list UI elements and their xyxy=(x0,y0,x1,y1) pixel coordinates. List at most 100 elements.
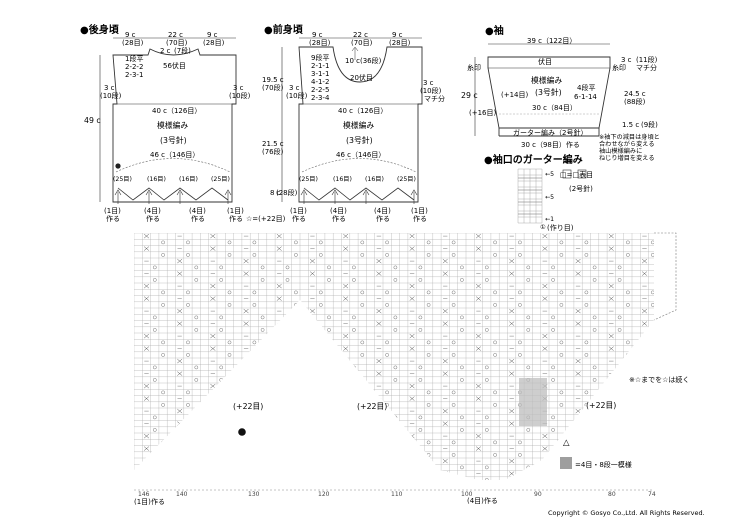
stitch-yo-561 xyxy=(451,453,456,457)
stitch-cross-254 xyxy=(210,333,216,339)
stitch-yo-20 xyxy=(294,240,298,245)
stitch-cross-453 xyxy=(509,408,515,414)
stitch-yo-28 xyxy=(559,240,564,245)
stitch-cross-195 xyxy=(309,308,315,314)
svg-text:(1目): (1目) xyxy=(290,207,307,215)
svg-text:作る: 作る xyxy=(146,214,160,223)
svg-text:(10段): (10段) xyxy=(100,91,122,100)
stitch-cross-266 xyxy=(608,333,614,339)
stitch-yo-220 xyxy=(617,315,622,320)
stitch-yo-307 xyxy=(385,353,389,357)
stitch-yo-277 xyxy=(451,340,456,345)
stitch-yo-345 xyxy=(592,365,597,370)
stitch-cross-65 xyxy=(177,258,183,264)
svg-text:8 c: 8 c xyxy=(270,189,281,197)
svg-text:2-1-1: 2-1-1 xyxy=(311,62,329,70)
axis-label-8: 74 xyxy=(648,491,656,498)
svg-text:(3号針): (3号針) xyxy=(346,135,373,145)
stitch-yo-62 xyxy=(626,253,630,257)
svg-text:(76段): (76段) xyxy=(262,147,284,156)
stitch-yo-181 xyxy=(385,303,389,307)
stitch-yo-313 xyxy=(584,353,589,357)
back-width-40: 40 c（126目） xyxy=(152,107,201,115)
stitch-yo-214 xyxy=(418,315,423,320)
stitch-yo-211 xyxy=(327,315,331,320)
front-outline xyxy=(298,46,423,203)
stitch-chart: (+22目) (+22目) (+22目) ※☆までを☆は続く △ =4目・8段一… xyxy=(134,232,689,506)
stitch-cross-286 xyxy=(210,346,216,351)
stitch-cross-138 xyxy=(542,283,548,289)
stitch-yo-16 xyxy=(161,240,165,245)
stitch-cross-380 xyxy=(210,383,216,389)
stitch-cross-290 xyxy=(343,346,349,351)
stitch-yo-122 xyxy=(526,278,531,282)
svg-text:伏目: 伏目 xyxy=(538,57,552,66)
stitch-cross-317 xyxy=(177,358,183,364)
svg-text:(1目): (1目) xyxy=(227,207,244,215)
axis-label-7: 80 xyxy=(608,491,616,498)
svg-text:4-1-2: 4-1-2 xyxy=(311,78,329,86)
copyright: Copyright © Gosyo Co.,Ltd. All Rights Re… xyxy=(548,509,705,517)
stitch-yo-339 xyxy=(393,365,398,370)
stitch-yo-268 xyxy=(161,340,165,345)
stitch-yo-529 xyxy=(451,440,456,445)
stitch-cross-128 xyxy=(210,283,216,289)
stitch-yo-562 xyxy=(493,453,497,457)
stitch-cross-236 xyxy=(641,321,648,326)
svg-text:(25目): (25目) xyxy=(211,176,230,183)
svg-text:作る: 作る xyxy=(332,214,346,223)
stitch-yo-30 xyxy=(626,240,630,245)
stitch-yo-394 xyxy=(161,390,165,395)
svg-text:←5: ←5 xyxy=(545,171,554,178)
stitch-yo-499 xyxy=(484,428,489,432)
stitch-yo-278 xyxy=(493,340,497,345)
stitch-cross-504 xyxy=(143,433,150,439)
front-pattern-label: 模様編み xyxy=(343,120,374,130)
stitch-cross-32 xyxy=(143,246,150,251)
stitch-cross-172 xyxy=(608,296,614,301)
stitch-cross-8 xyxy=(409,233,415,239)
stitch-yo-371 xyxy=(418,378,423,382)
chart-right-note: (+22目) xyxy=(586,401,616,410)
stitch-yo-183 xyxy=(451,303,456,307)
svg-text:(25目): (25目) xyxy=(299,176,318,183)
stitch-yo-207 xyxy=(194,315,199,320)
svg-text:(28段): (28段) xyxy=(276,188,298,197)
svg-text:(36段): (36段) xyxy=(360,56,382,65)
stitch-yo-157 xyxy=(650,290,654,295)
svg-text:(10段): (10段) xyxy=(286,91,308,100)
stitch-yo-119 xyxy=(418,278,423,282)
stitch-yo-238 xyxy=(194,328,199,332)
stitch-yo-18 xyxy=(227,240,232,245)
stitch-yo-269 xyxy=(186,340,190,345)
stitch-yo-308 xyxy=(426,353,431,357)
stitch-cross-164 xyxy=(343,296,349,301)
stitch-yo-94 xyxy=(617,265,622,270)
stitch-yo-151 xyxy=(451,290,456,295)
stitch-cross-170 xyxy=(542,296,548,301)
stitch-yo-155 xyxy=(584,290,589,295)
stitch-yo-404 xyxy=(493,390,497,395)
svg-text:3-1-1: 3-1-1 xyxy=(311,70,329,78)
stitch-yo-48 xyxy=(161,253,165,257)
stitch-cross-201 xyxy=(509,308,515,314)
stitch-cross-136 xyxy=(475,283,481,289)
stitch-cross-443 xyxy=(177,408,183,414)
stitch-yo-333 xyxy=(194,365,199,370)
stitch-yo-142 xyxy=(161,290,165,295)
stitch-yo-212 xyxy=(352,315,356,320)
svg-text:(+14目): (+14目) xyxy=(501,91,529,99)
stitch-yo-209 xyxy=(260,315,265,320)
cuff-title: ●袖口のガーター編み xyxy=(484,153,583,166)
stitch-yo-281 xyxy=(584,340,589,345)
stitch-yo-247 xyxy=(484,328,489,332)
cuff-legend: □=□表目 xyxy=(560,170,593,179)
stitch-cross-325 xyxy=(442,358,448,364)
svg-text:(4目): (4目) xyxy=(144,207,161,215)
stitch-cross-168 xyxy=(475,296,481,301)
stitch-cross-577 xyxy=(442,458,448,464)
svg-text:40 c（126目）: 40 c（126目） xyxy=(338,107,387,115)
stitch-yo-144 xyxy=(227,290,232,295)
svg-text:※袖下の減目は身頃と: ※袖下の減目は身頃と xyxy=(599,133,660,141)
